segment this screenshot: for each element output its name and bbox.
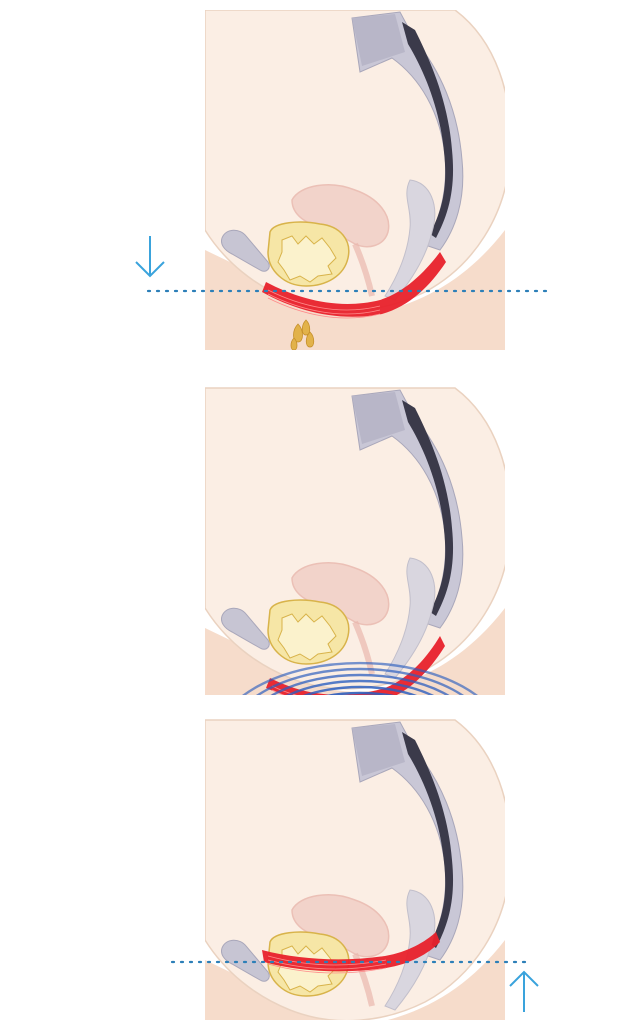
pubic-bone	[221, 939, 270, 982]
spinal-canal	[402, 22, 454, 238]
muscle-fiber-line	[267, 289, 381, 311]
urine-drop	[305, 331, 315, 348]
spinal-canal	[402, 732, 454, 948]
thigh-skin	[205, 940, 505, 1020]
muscle-fiber-line	[267, 293, 381, 315]
pelvic-floor-muscle	[266, 636, 445, 695]
urine-drop	[290, 337, 298, 350]
pubic-bone	[221, 229, 270, 272]
vagina	[352, 242, 375, 297]
muscle-fiber-line	[267, 963, 387, 974]
bladder-lining	[277, 235, 337, 283]
muscle-fiber-line	[267, 297, 381, 319]
panel-clip-strengthened-pelvic-floor	[205, 719, 505, 1020]
vertebra-block	[352, 14, 405, 66]
muscle-fiber-line	[271, 689, 285, 695]
vertebra-block	[352, 392, 405, 444]
vagina	[352, 952, 375, 1007]
urine-drop	[301, 319, 311, 336]
bladder-lining	[277, 613, 337, 661]
panel-stimulation	[205, 387, 505, 695]
thigh-skin	[205, 230, 505, 350]
pelvic-floor-muscle	[262, 252, 446, 317]
panel-clip-stimulation	[205, 387, 505, 695]
up-arrow-icon	[509, 970, 539, 1012]
down-arrow-icon	[135, 236, 165, 278]
muscle-fiber-line	[271, 693, 276, 695]
stimulation-wave	[270, 673, 450, 695]
arrow-head	[509, 970, 539, 987]
panel-weak-pelvic-floor	[205, 10, 505, 350]
arrow-head	[135, 261, 165, 278]
panel-clip-weak-pelvic-floor	[205, 10, 505, 350]
sacrum-bone	[351, 11, 464, 251]
vertebra-block	[352, 724, 405, 776]
panel-strengthened-pelvic-floor	[205, 719, 505, 1020]
pubic-bone	[221, 607, 270, 650]
stimulation-wave	[285, 679, 435, 695]
sacrum-bone	[351, 389, 464, 629]
stimulation-wave	[242, 661, 478, 695]
stimulation-wave	[326, 691, 394, 695]
sacrum-bone	[351, 721, 464, 961]
stimulation-wave	[256, 667, 464, 695]
urine-drop	[293, 323, 303, 343]
spinal-canal	[402, 400, 454, 616]
stimulation-wave	[303, 685, 417, 695]
